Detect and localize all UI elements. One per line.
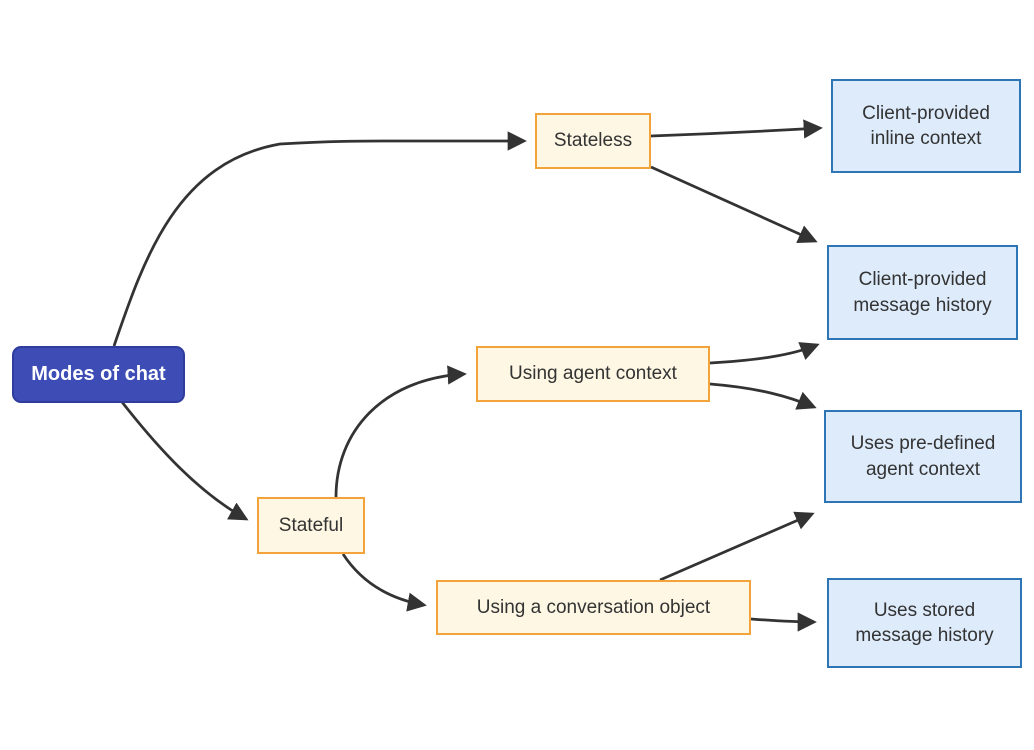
node-client-inline-context-label: Client-provided inline context: [862, 102, 990, 149]
node-using-conversation-object-label: Using a conversation object: [476, 596, 711, 618]
node-using-agent-context: Using agent context: [476, 346, 710, 402]
edge-conversation-object-to-stored-history: [750, 612, 817, 632]
node-stateful: Stateful: [257, 497, 365, 554]
node-modes-of-chat-label: Modes of chat: [31, 363, 166, 386]
node-predefined-agent-context: Uses pre-defined agent context: [824, 410, 1022, 503]
node-client-inline-context: Client-provided inline context: [831, 79, 1021, 173]
edge-stateful-to-conversation-object: [341, 553, 427, 612]
node-client-message-history-label: Client-provided message history: [853, 269, 992, 316]
edge-stateful-to-agent-context: [334, 365, 467, 498]
node-stored-message-history-label: Uses stored message history: [855, 599, 994, 646]
edge-stateless-to-inline-context: [650, 119, 823, 139]
node-stateless-label: Stateless: [553, 130, 633, 152]
node-stateless: Stateless: [535, 113, 651, 169]
node-modes-of-chat: Modes of chat: [12, 346, 185, 403]
node-using-agent-context-label: Using agent context: [509, 363, 677, 385]
node-stored-message-history: Uses stored message history: [827, 578, 1022, 668]
node-stateful-label: Stateful: [278, 514, 344, 536]
edge-agent-context-to-message-history: [709, 342, 820, 365]
edge-root-to-stateful: [120, 401, 249, 521]
edge-stateless-to-message-history: [650, 165, 818, 244]
node-client-message-history: Client-provided message history: [827, 245, 1018, 340]
edge-conversation-object-to-predefined-context: [659, 511, 815, 582]
edge-agent-context-to-predefined-context: [709, 382, 817, 410]
node-using-conversation-object: Using a conversation object: [436, 580, 751, 635]
node-predefined-agent-context-label: Uses pre-defined agent context: [850, 433, 996, 480]
edge-root-to-stateless: [112, 131, 527, 347]
